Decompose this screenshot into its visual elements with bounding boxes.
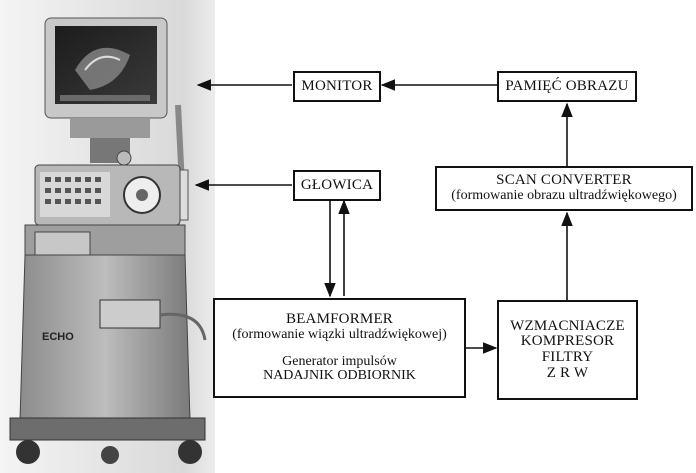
beamformer-box: BEAMFORMER (formowanie wiązki ultradźwię… [213,298,466,398]
pamiec-obrazu-label: PAMIĘĆ OBRAZU [505,79,628,95]
generator-label: Generator impulsów [282,355,397,370]
glowica-box: GŁOWICA [293,170,381,201]
monitor-box: MONITOR [293,71,381,102]
wzmacniacze-box: WZMACNIACZE KOMPRESOR FILTRY Z R W [497,300,638,400]
beamformer-subtitle: (formowanie wiązki ultradźwiękowej) [232,328,447,343]
scan-converter-subtitle: (formowanie obrazu ultradźwiękowego) [451,189,676,204]
glowica-label: GŁOWICA [301,178,373,194]
monitor-label: MONITOR [301,79,372,95]
pamiec-obrazu-box: PAMIĘĆ OBRAZU [497,71,637,102]
kompresor-label: KOMPRESOR [521,334,615,350]
scan-converter-title: SCAN CONVERTER [496,173,632,189]
filtry-label: FILTRY [542,350,594,366]
beamformer-title: BEAMFORMER [286,312,393,328]
nadajnik-odbiornik-label: NADAJNIK ODBIORNIK [263,369,416,384]
scan-converter-box: SCAN CONVERTER (formowanie obrazu ultrad… [435,166,693,211]
zrw-label: Z R W [547,366,589,382]
wzmacniacze-label: WZMACNIACZE [510,319,625,335]
